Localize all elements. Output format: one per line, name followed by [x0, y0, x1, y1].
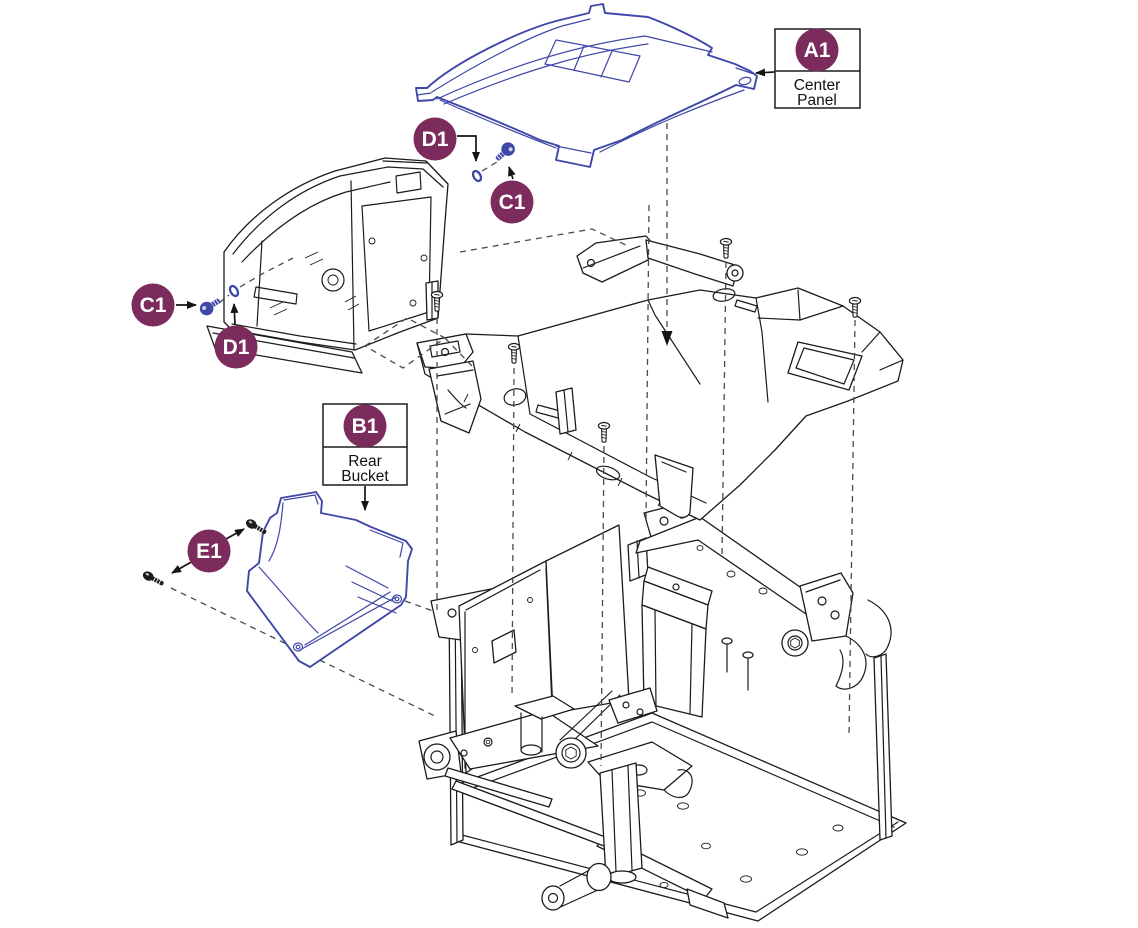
- d1-left-arrow: [230, 303, 239, 325]
- bolt-icon: [491, 139, 519, 165]
- front-shroud-part: [206, 157, 449, 374]
- e1-arrow-upper: [225, 528, 245, 540]
- callout-b1[interactable]: B1 Rear Bucket: [322, 403, 408, 511]
- c1-top-badge-label: C1: [499, 191, 526, 214]
- screw-icon: [140, 569, 166, 589]
- seat-frame-part: [416, 235, 904, 521]
- d1-top-arrow: [457, 135, 480, 162]
- c1-left-badge: [131, 283, 175, 327]
- c1-top-badge: [490, 180, 534, 224]
- callout-d1-left[interactable]: D1: [214, 303, 258, 369]
- rear-bucket-part: [246, 491, 413, 668]
- a1-caption-line2: Panel: [797, 92, 837, 109]
- screw-icon: [719, 237, 733, 259]
- d1-top-badge-label: D1: [422, 128, 449, 151]
- chassis-part: [418, 500, 907, 922]
- e1-arrow-lower: [171, 560, 194, 574]
- e1-badge: [187, 529, 231, 573]
- bolt-icon: [196, 293, 224, 319]
- b1-badge: [343, 404, 387, 448]
- callout-c1-left[interactable]: C1: [131, 283, 197, 327]
- b1-caption-line1: Rear: [348, 453, 382, 470]
- center-panel-part: [415, 3, 758, 168]
- assembly-guide-lines: [170, 112, 856, 767]
- a1-arrow: [755, 68, 775, 77]
- d1-left-badge: [214, 325, 258, 369]
- washer-icon: [470, 168, 484, 184]
- callout-c1-top[interactable]: C1: [490, 166, 534, 224]
- callout-d1-top[interactable]: D1: [413, 117, 480, 162]
- b1-caption-line2: Bucket: [341, 468, 389, 485]
- c1-top-arrow: [508, 166, 516, 180]
- a1-badge-label: A1: [804, 39, 831, 62]
- c1-left-badge-label: C1: [140, 294, 167, 317]
- a1-caption-line1: Center: [794, 77, 841, 94]
- b1-badge-label: B1: [352, 415, 379, 438]
- d1-top-badge: [413, 117, 457, 161]
- e1-badge-label: E1: [196, 540, 222, 563]
- d1-left-badge-label: D1: [223, 336, 250, 359]
- a1-badge: [795, 28, 839, 72]
- callout-a1[interactable]: A1 Center Panel: [755, 28, 861, 110]
- callout-e1[interactable]: E1: [171, 528, 245, 574]
